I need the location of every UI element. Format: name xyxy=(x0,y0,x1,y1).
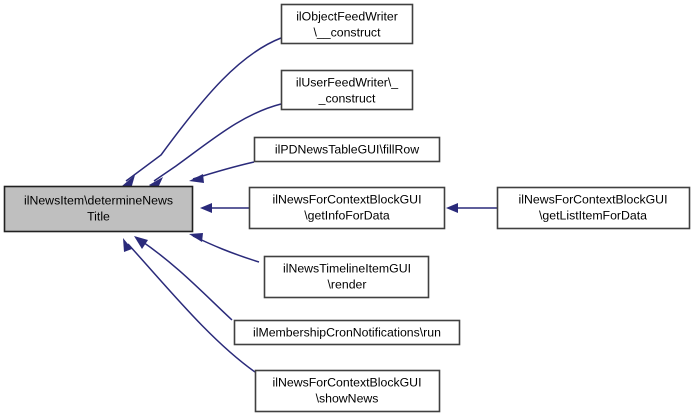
node-label-line1: ilUserFeedWriter\_ xyxy=(296,75,398,89)
node-label-line2: \showNews xyxy=(316,391,379,405)
node-root[interactable]: ilNewsItem\determineNews Title xyxy=(3,185,194,233)
node-box-root[interactable] xyxy=(3,185,194,233)
node-news-timeline-item-gui-render[interactable]: ilNewsTimelineItemGUI \render xyxy=(263,255,430,299)
node-label-line1: ilObjectFeedWriter xyxy=(296,9,398,23)
arrowhead-icon xyxy=(189,233,203,242)
edge-root-membershipcron xyxy=(134,236,233,321)
node-box[interactable] xyxy=(280,69,414,111)
node-news-for-context-block-gui-getinfofordata[interactable]: ilNewsForContextBlockGUI \getInfoForData xyxy=(248,186,446,230)
node-box[interactable] xyxy=(233,319,461,346)
arrowhead-icon xyxy=(446,203,458,213)
edge-root-shownews xyxy=(123,238,256,373)
edge-root-getinfofordata xyxy=(200,203,249,213)
node-box[interactable] xyxy=(263,255,430,299)
node-news-for-context-block-gui-shownews[interactable]: ilNewsForContextBlockGUI \showNews xyxy=(254,369,441,413)
node-pd-news-table-gui-fillrow[interactable]: ilPDNewsTableGUI\fillRow xyxy=(253,136,441,163)
edge-path xyxy=(125,37,282,182)
node-label-line1: ilNewsForContextBlockGUI xyxy=(519,192,668,206)
node-box[interactable] xyxy=(280,3,414,45)
arrowhead-icon xyxy=(122,175,135,189)
edge-root-newstimelineitemgui xyxy=(189,233,260,263)
edge-path xyxy=(153,103,282,182)
edge-getinfofordata-getlistitemfordata xyxy=(446,203,497,213)
node-label-line1: ilNewsTimelineItemGUI xyxy=(283,261,411,275)
edge-path xyxy=(192,235,260,263)
arrowhead-icon xyxy=(189,174,204,183)
edge-path xyxy=(139,239,233,321)
node-label-line2: \getListItemForData xyxy=(539,208,647,222)
edge-root-objectfeedwriter xyxy=(122,37,282,189)
node-box[interactable] xyxy=(496,186,691,230)
arrowhead-icon xyxy=(200,203,212,213)
arrowhead-icon xyxy=(134,236,148,249)
node-user-feed-writer-construct[interactable]: ilUserFeedWriter\_ _construct xyxy=(280,69,414,111)
node-label-line1: ilNewsForContextBlockGUI xyxy=(273,192,422,206)
node-box[interactable] xyxy=(248,186,446,230)
node-root-label-line2: Title xyxy=(87,209,110,223)
arrowhead-icon xyxy=(123,238,132,252)
node-label-line1: ilNewsForContextBlockGUI xyxy=(273,375,422,389)
node-label-line1: ilMembershipCronNotifications\run xyxy=(253,325,441,339)
node-label-line2: \__construct xyxy=(314,25,382,39)
node-membership-cron-notifications-run[interactable]: ilMembershipCronNotifications\run xyxy=(233,319,461,346)
node-label-line2: _construct xyxy=(318,91,376,105)
edge-path xyxy=(127,243,256,373)
node-label-line1: ilPDNewsTableGUI\fillRow xyxy=(275,142,419,156)
node-label-line2: \render xyxy=(328,277,367,291)
node-news-for-context-block-gui-getlistitemfordata[interactable]: ilNewsForContextBlockGUI \getListItemFor… xyxy=(496,186,691,230)
node-label-line2: \getInfoForData xyxy=(304,208,390,222)
edge-root-pdnewstablegui xyxy=(189,161,255,183)
node-box[interactable] xyxy=(254,369,441,413)
node-object-feed-writer-construct[interactable]: ilObjectFeedWriter \__construct xyxy=(280,3,414,45)
node-box[interactable] xyxy=(253,136,441,163)
node-root-label-line1: ilNewsItem\determineNews xyxy=(24,193,173,207)
